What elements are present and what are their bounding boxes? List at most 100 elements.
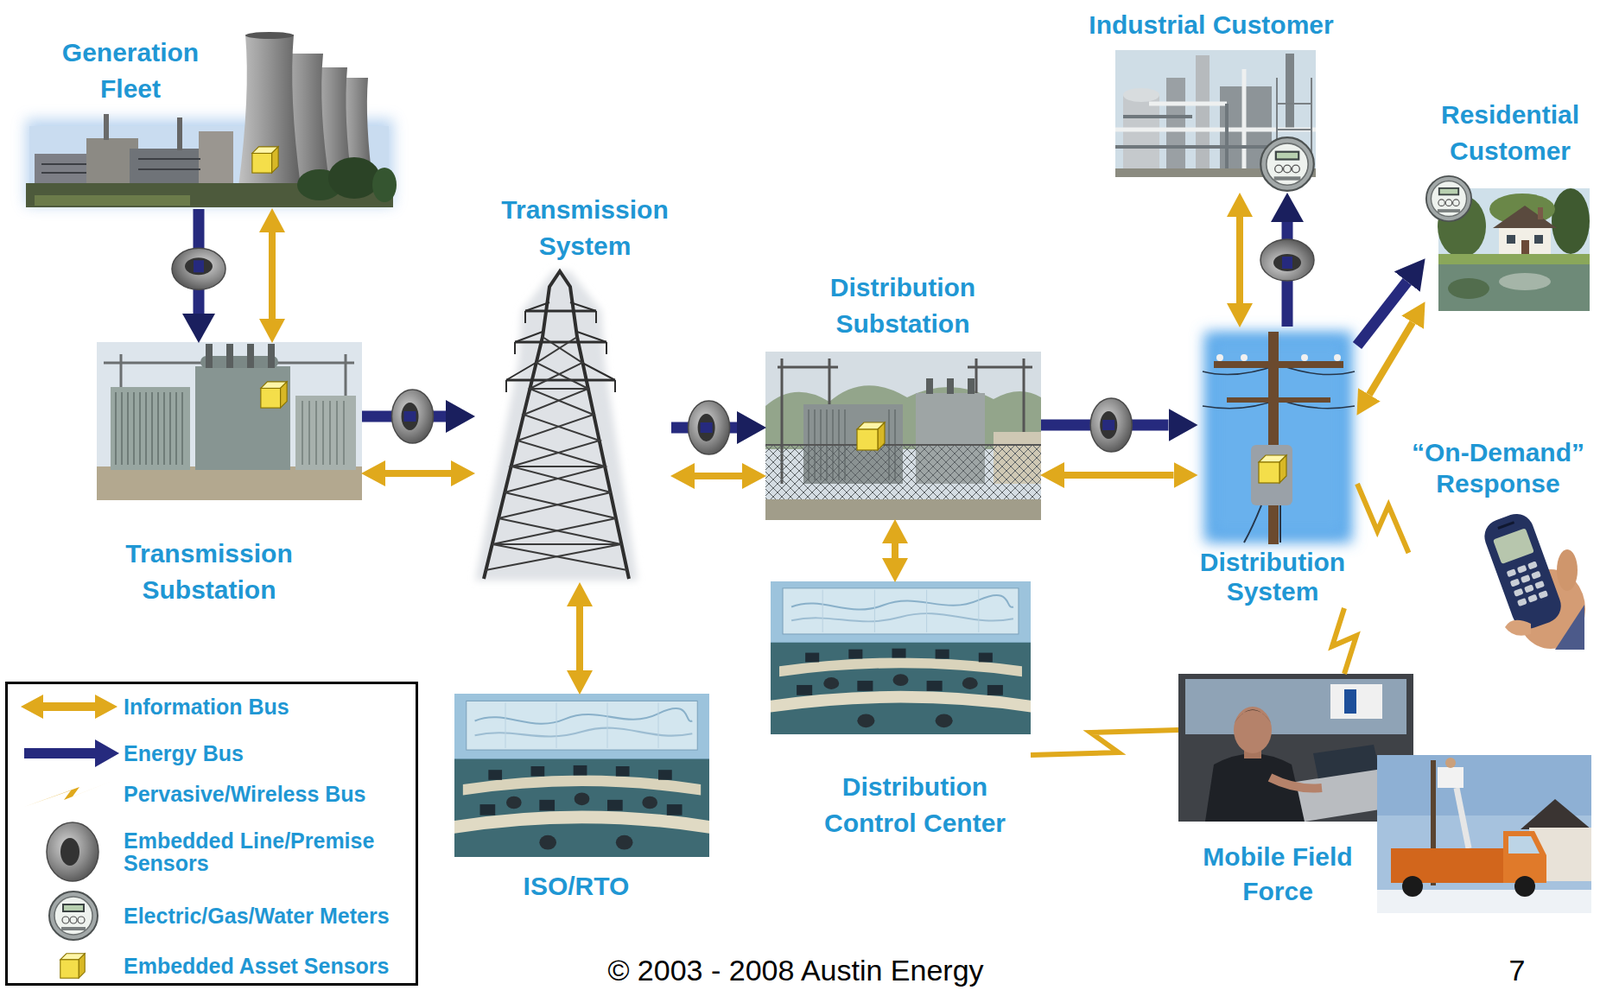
residential-house-photo-part (1492, 205, 1557, 229)
mobile-phone-photo-part-part (1517, 597, 1528, 607)
residential-house-photo-part (1506, 234, 1516, 244)
sensor-ring (688, 400, 731, 455)
industrial-plant-photo (1115, 50, 1316, 191)
copyright-text: © 2003 - 2008 Austin Energy (607, 955, 984, 985)
distribution-pole-photo-part (1250, 444, 1293, 506)
energy-bus (1041, 419, 1169, 432)
residential-house-photo-part (1498, 226, 1551, 256)
information-bus (891, 543, 899, 559)
node-label: Distribution Control Center (823, 768, 1007, 842)
node-label: Industrial Customer (1087, 6, 1335, 44)
mobile-phone-photo-part-part (1506, 568, 1518, 578)
bucket-truck-photo-part (1402, 876, 1423, 897)
wireless-bus (1357, 483, 1410, 553)
legend-panel-part (24, 739, 120, 768)
field-crew-photo-part (1233, 710, 1272, 725)
diagram-node: ISO/RTO (454, 693, 710, 907)
node-label: Generation Fleet (61, 34, 201, 108)
transmission-tower-part (492, 388, 622, 545)
field-crew-photo-part (1330, 684, 1383, 719)
transmission-substation-photo-part (205, 343, 213, 369)
legend-panel-part (49, 891, 98, 940)
control-room-photo-part (454, 693, 710, 858)
distribution-substation-photo-part (857, 422, 885, 451)
mobile-phone-photo-part-part (1527, 594, 1538, 604)
industrial-plant-photo-part (1195, 55, 1210, 175)
sensor-ring (392, 389, 434, 444)
legend-panel-part (6, 683, 418, 985)
distribution-substation-photo-part (765, 444, 1042, 446)
sensor-ring (1260, 239, 1315, 281)
distribution-pole-photo-part (1226, 397, 1331, 403)
line-sensor (1090, 398, 1132, 452)
mobile-phone-photo-part-part (1527, 560, 1538, 570)
node-label: ISO/RTO (522, 868, 631, 905)
diagram-node: Mobile Field Force (1178, 673, 1414, 911)
residential-house-photo-part (1534, 234, 1543, 244)
distribution-pole-photo-part (1216, 354, 1224, 362)
transmission-substation-photo-part (96, 466, 362, 501)
line-sensor (1260, 239, 1315, 281)
legend-text: Embedded Line/Premise Sensors (123, 829, 377, 876)
line-sensor (688, 400, 731, 455)
node-label: Transmission Substation (124, 535, 294, 609)
mobile-phone-photo-part (1556, 549, 1578, 591)
mobile-phone-photo-part-part (1523, 584, 1535, 593)
distribution-pole-photo-part (1301, 354, 1308, 362)
generation-plant-photo-part (34, 195, 191, 206)
industrial-plant-photo-part (1115, 103, 1270, 173)
residential-house-photo-part (1447, 278, 1490, 299)
distribution-substation-photo-part (765, 351, 1042, 521)
sensor-through-line (1102, 419, 1115, 431)
control-room-photo-part (770, 581, 1031, 735)
generation-plant-photo-part (103, 114, 109, 140)
energy-bus (193, 209, 205, 314)
diagram-node: Distribution System (1197, 326, 1359, 609)
transmission-substation-photo-part (267, 343, 275, 369)
generation-plant-photo-part (41, 158, 201, 173)
field-crew-photo-part (1344, 689, 1357, 714)
diagram-node: Generation Fleet (10, 31, 400, 210)
sensor-ring (171, 247, 226, 290)
field-crew-photo-part (1295, 768, 1391, 822)
transmission-substation-photo (96, 342, 362, 501)
line-sensor (392, 389, 434, 444)
generation-plant-photo (25, 31, 397, 208)
bucket-truck-photo-part (1503, 831, 1547, 883)
distribution-pole-photo (1202, 331, 1355, 545)
legend-text: Embedded Asset Sensors (123, 954, 392, 978)
transmission-substation-photo-part (302, 400, 344, 465)
sensor-through-line (193, 260, 204, 273)
industrial-plant-photo-part (1123, 95, 1160, 175)
information-bus (1369, 322, 1413, 395)
transmission-tower-part (506, 311, 616, 393)
industrial-plant-photo-part (1285, 53, 1295, 132)
sensor-hole (184, 257, 213, 275)
control-room-photo (454, 581, 1031, 858)
legend: Information BusEnergy BusPervasive/Wirel… (5, 681, 419, 986)
mobile-phone-photo-part-part (1510, 578, 1521, 588)
legend-panel-part (60, 838, 80, 866)
mobile-phone-photo-part-part (1520, 574, 1531, 584)
distribution-pole-photo-part (1213, 361, 1344, 369)
distribution-pole-photo-part (1258, 455, 1287, 483)
residential-house-photo-part (1521, 240, 1530, 256)
bucket-truck-photo-part (1437, 767, 1464, 788)
industrial-plant-photo-part (1166, 77, 1186, 175)
legend-panel-part (24, 780, 113, 807)
bucket-truck-photo-part (1456, 787, 1469, 849)
legend-text: Electric/Gas/Water Meters (123, 904, 392, 927)
generation-plant-photo-part (238, 34, 301, 187)
distribution-pole-photo-part (1244, 505, 1281, 543)
mobile-phone-photo-part-part (1530, 571, 1542, 580)
transmission-substation-photo-part (260, 381, 287, 408)
legend-text: Information Bus (123, 695, 292, 718)
information-bus (576, 606, 584, 671)
legend-panel-part (46, 822, 99, 882)
transmission-substation-photo-part (295, 395, 356, 470)
wireless-bus (1030, 730, 1179, 756)
bucket-truck-photo (1377, 755, 1592, 914)
industrial-plant-photo-part (1123, 88, 1160, 102)
distribution-substation-photo-part (926, 378, 934, 394)
distribution-substation-photo-part (946, 378, 954, 394)
